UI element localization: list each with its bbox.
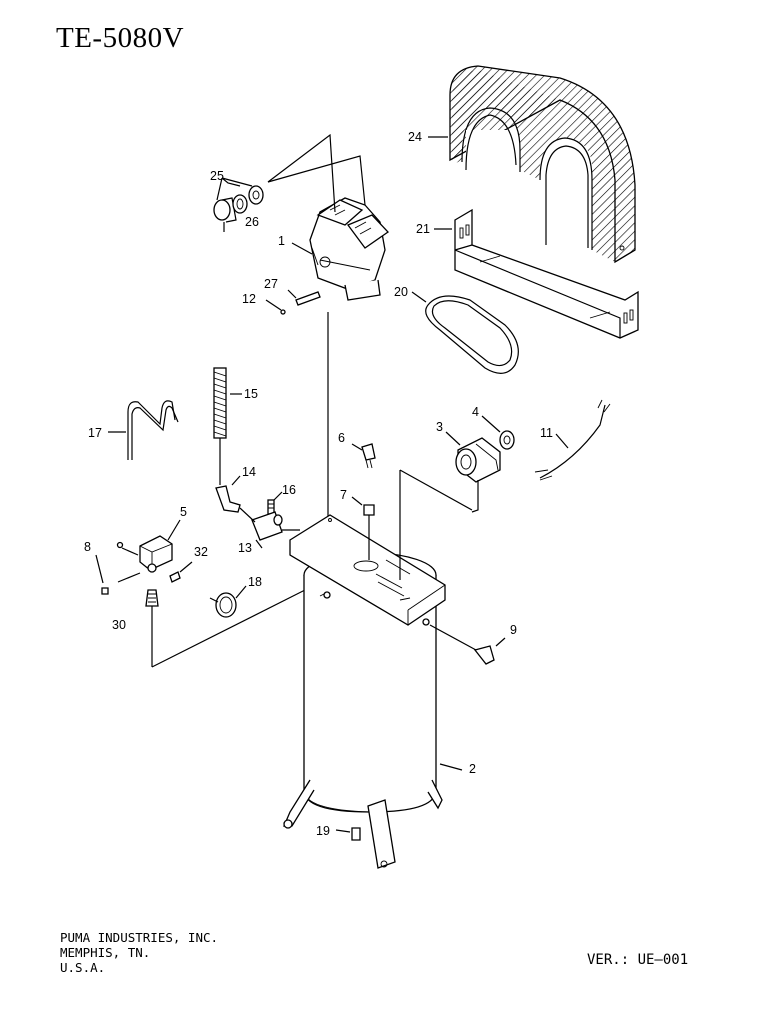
motor-pulley-part	[481, 415, 515, 450]
callout-8: 8	[84, 540, 91, 554]
fitting-8-part	[95, 541, 139, 595]
callout-18: 18	[248, 575, 262, 589]
callout-5: 5	[180, 505, 187, 519]
pump-part	[309, 197, 389, 301]
callout-16: 16	[282, 483, 296, 497]
callout-11: 11	[540, 426, 553, 440]
callout-19: 19	[316, 824, 330, 838]
callout-25: 25	[210, 169, 224, 183]
pressure-switch-part	[139, 535, 173, 573]
safety-valve-part	[429, 624, 506, 665]
drain-valve-part	[335, 827, 361, 841]
callout-27: 27	[264, 277, 278, 291]
belt-part	[425, 295, 519, 374]
callout-24: 24	[408, 130, 422, 144]
callout-17: 17	[88, 426, 102, 440]
company-name: PUMA INDUSTRIES, INC.	[60, 930, 219, 945]
fitting-7-part	[351, 496, 375, 560]
callout-13: 13	[238, 541, 252, 555]
callout-1: 1	[278, 234, 285, 248]
manufacturer-address: PUMA INDUSTRIES, INC. MEMPHIS, TN. U.S.A…	[60, 930, 218, 975]
callout-26: 26	[245, 215, 259, 229]
callout-32: 32	[194, 545, 208, 559]
power-cord-part	[534, 399, 611, 481]
callout-30: 30	[112, 618, 126, 632]
callout-3: 3	[436, 420, 443, 434]
tube-part	[127, 400, 179, 460]
callout-6: 6	[338, 431, 345, 445]
company-country: U.S.A.	[60, 960, 106, 975]
air-filter-part	[213, 177, 264, 232]
elbow-part	[215, 485, 241, 513]
callout-4: 4	[472, 405, 479, 419]
pressure-gauge-part	[209, 585, 247, 618]
motor-part	[399, 431, 501, 580]
callout-12: 12	[242, 292, 256, 306]
callout-14: 14	[242, 465, 256, 479]
diagram-title: TE-5080V	[56, 22, 185, 54]
belt-guard-bracket-part	[454, 208, 639, 339]
callout-2: 2	[469, 762, 476, 776]
company-city: MEMPHIS, TN.	[60, 945, 151, 960]
callout-15: 15	[244, 387, 258, 401]
pump-bolt-part	[265, 289, 321, 315]
check-valve-part	[239, 507, 300, 541]
callout-9: 9	[510, 623, 517, 637]
hose-part	[213, 367, 227, 485]
callout-21: 21	[416, 222, 430, 236]
callout-20: 20	[394, 285, 408, 299]
belt-guard-part	[449, 65, 636, 264]
motor-plate-part	[289, 514, 446, 626]
fitting-30-part	[117, 572, 159, 667]
check-valve-screw-part	[267, 499, 275, 515]
version-label: VER.: UE—001	[587, 952, 689, 968]
fitting-6-part	[351, 443, 376, 469]
fitting-32-part	[169, 561, 193, 583]
callout-7: 7	[340, 488, 347, 502]
